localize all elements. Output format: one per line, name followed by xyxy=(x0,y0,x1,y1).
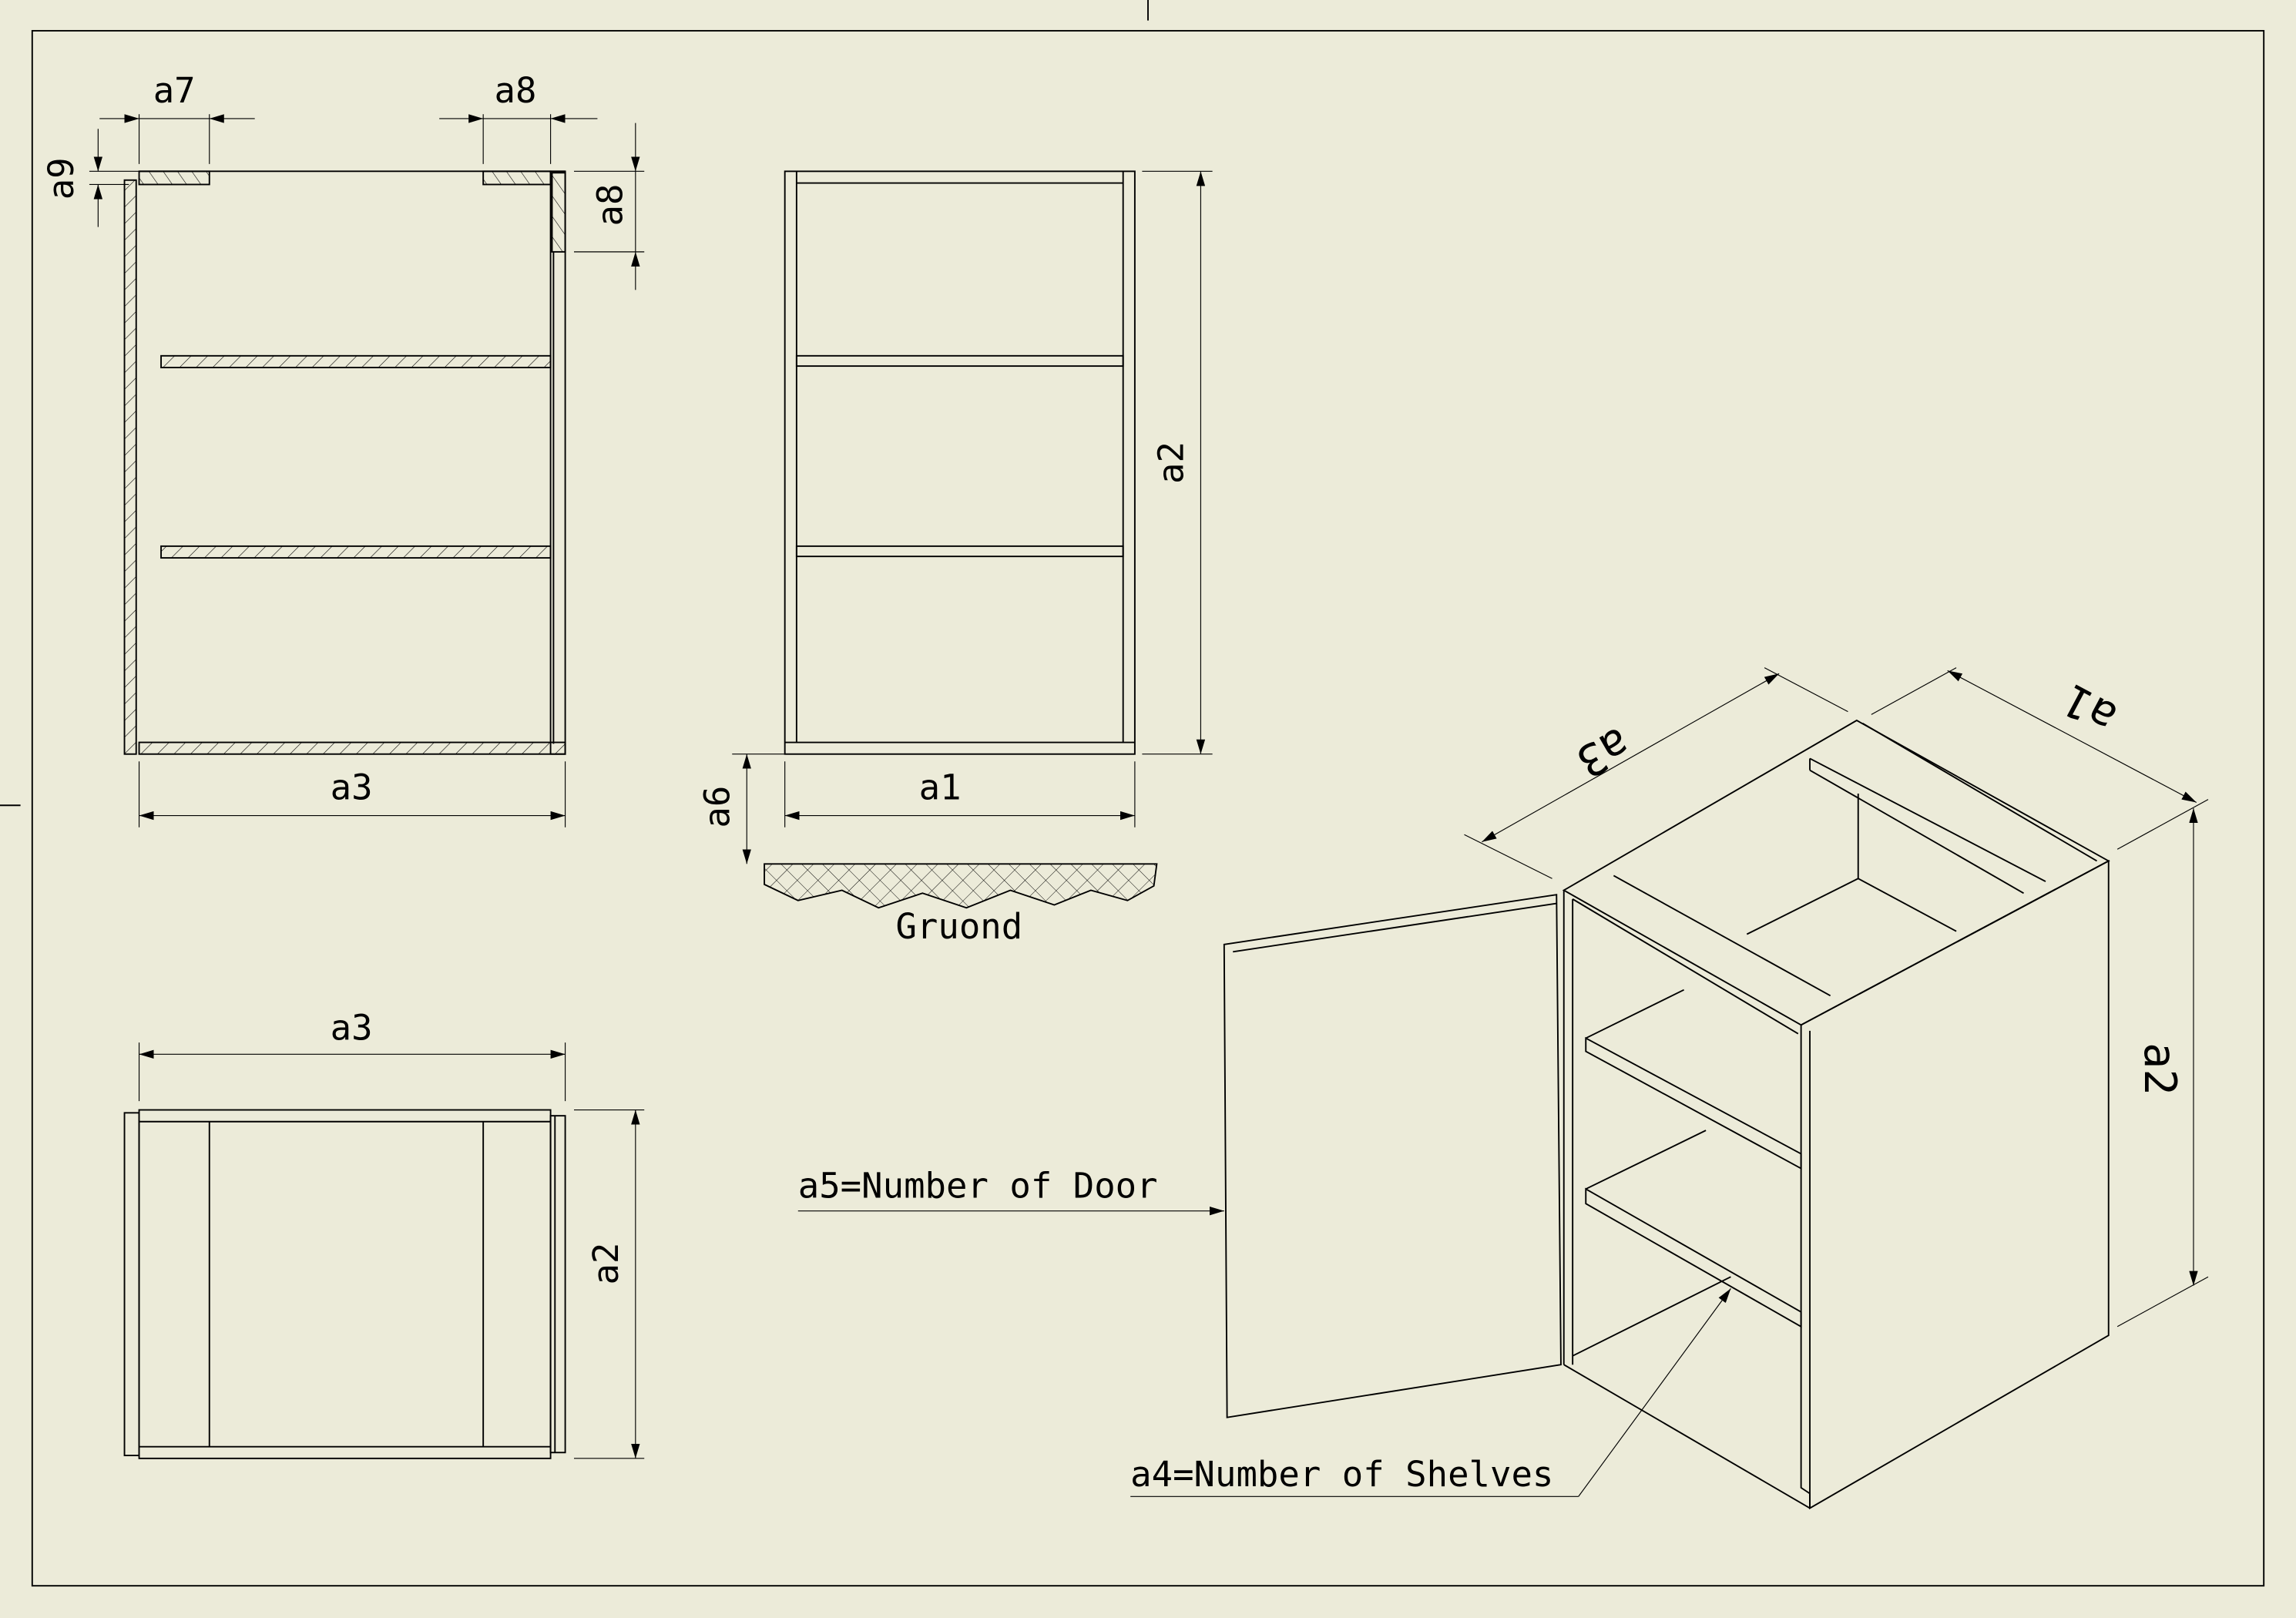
shelf xyxy=(160,545,552,559)
top-view: a3 a2 xyxy=(123,1007,645,1459)
isometric-view: a3 a1 a2 a5=Number of Door a4=Number of … xyxy=(797,667,2209,1510)
dim-a8-side: a8 xyxy=(590,184,631,227)
back-rail xyxy=(482,170,552,186)
iso-dim-a3: a3 xyxy=(1568,717,1639,787)
dim-a2: a2 xyxy=(586,1243,626,1285)
iso-shelf xyxy=(1585,1130,1802,1328)
sheet-border xyxy=(0,0,2265,1587)
ground-label: Gruond xyxy=(895,906,1022,947)
iso-shelf xyxy=(1585,989,1802,1170)
dim-a6: a6 xyxy=(697,786,737,828)
door-count-note: a5=Number of Door xyxy=(798,1166,1158,1207)
dim-a2: a2 xyxy=(1151,441,1192,484)
section-view: a7 a8 a9 a8 a3 xyxy=(41,70,645,827)
dim-a3: a3 xyxy=(331,1007,373,1048)
shelf-count-note: a4=Number of Shelves xyxy=(1130,1454,1553,1495)
ground-hatch xyxy=(764,863,1158,909)
front-view: a2 a1 a6 Gruond xyxy=(697,170,1213,947)
dim-a1: a1 xyxy=(919,767,962,808)
left-panel xyxy=(123,179,137,755)
door xyxy=(1223,894,1562,1418)
dim-a7: a7 xyxy=(153,70,196,111)
front-rail xyxy=(138,170,210,186)
dim-a8-top: a8 xyxy=(495,70,537,111)
iso-dim-a2: a2 xyxy=(2134,1042,2185,1096)
dim-a9: a9 xyxy=(41,157,82,200)
dim-a3: a3 xyxy=(331,767,373,808)
shelf xyxy=(160,354,552,368)
bottom-panel xyxy=(138,741,566,755)
